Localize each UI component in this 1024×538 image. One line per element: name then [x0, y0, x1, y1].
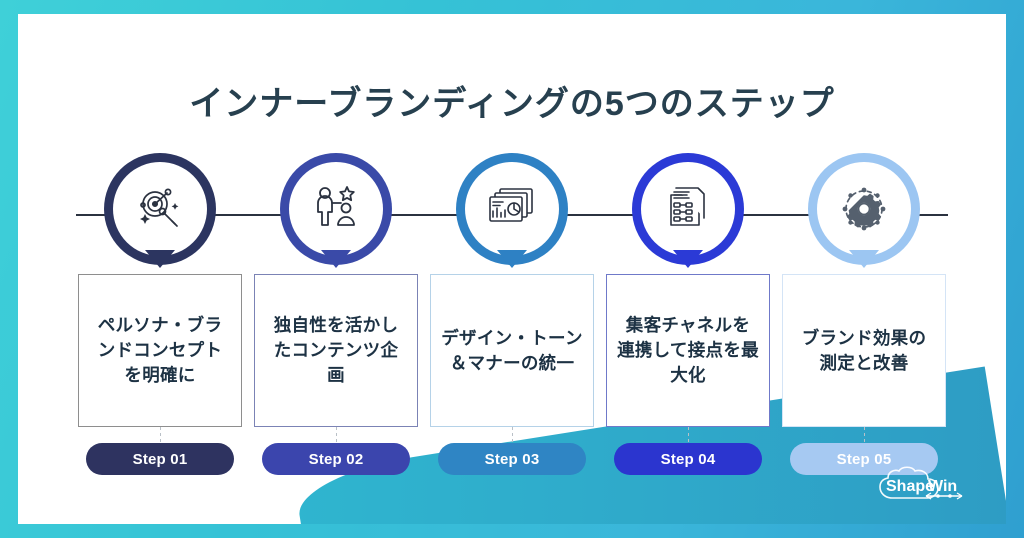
- page-title: インナーブランディングの5つのステップ: [189, 85, 835, 123]
- step-04-badge-label: Step 04: [660, 450, 716, 468]
- step-03-badge[interactable]: Step 03: [438, 443, 586, 475]
- step-05-card[interactable]: ブランド効果の測定と改善: [782, 274, 946, 427]
- step-02-pointer: [321, 250, 351, 268]
- svg-text:Win: Win: [928, 478, 957, 495]
- step-03-dash-connector: [511, 427, 513, 443]
- step-01-pointer: [145, 250, 175, 268]
- cloud-logo-icon: Shape Win: [879, 466, 963, 500]
- step-04-card[interactable]: 集客チャネルを連携して接点を最大化: [606, 274, 770, 427]
- step-05-pointer: [849, 250, 879, 268]
- step-01-badge[interactable]: Step 01: [86, 443, 234, 475]
- step-01-badge-label: Step 01: [132, 450, 188, 468]
- step-1: ペルソナ・ブランドコンセプトを明確に Step 01: [78, 162, 242, 475]
- step-01-dash-connector: [159, 427, 161, 443]
- steps-row: ペルソナ・ブランドコンセプトを明確に Step 01 独自性を活かしたコンテンツ企…: [78, 162, 946, 475]
- step-01-description: ペルソナ・ブランドコンセプトを明確に: [97, 315, 223, 385]
- content-card: インナーブランディングの5つのステップ ペルソナ・ブランドコンセプトを明確に St…: [18, 14, 1006, 524]
- step-2: 独自性を活かしたコンテンツ企画 Step 02: [254, 162, 418, 475]
- step-3: デザイン・トーン＆マナーの統一 Step 03: [430, 162, 594, 475]
- step-04-pointer: [673, 250, 703, 268]
- step-03-description: デザイン・トーン＆マナーの統一: [441, 327, 583, 373]
- target-magnifier-icon: [140, 188, 179, 227]
- step-02-description: 独自性を活かしたコンテンツ企画: [273, 315, 399, 385]
- step-02-card[interactable]: 独自性を活かしたコンテンツ企画: [254, 274, 418, 427]
- step-5: ブランド効果の測定と改善 Step 05: [782, 162, 946, 475]
- step-05-badge-label: Step 05: [836, 450, 892, 468]
- gear-settings-icon: [842, 187, 886, 231]
- step-02-circle[interactable]: [289, 162, 383, 268]
- shapewin-logo: Shape Win: [862, 464, 972, 508]
- step-03-circle[interactable]: [465, 162, 559, 268]
- step-03-badge-label: Step 03: [484, 450, 540, 468]
- step-4: 集客チャネルを連携して接点を最大化 Step 04: [606, 162, 770, 475]
- step-03-pointer: [497, 250, 527, 268]
- step-04-dash-connector: [687, 427, 689, 443]
- step-03-card[interactable]: デザイン・トーン＆マナーの統一: [430, 274, 594, 427]
- step-05-badge[interactable]: Step 05: [790, 443, 938, 475]
- person-star-icon: [317, 186, 355, 226]
- step-04-circle[interactable]: [641, 162, 735, 268]
- documents-chart-icon: [489, 188, 533, 222]
- step-01-circle[interactable]: [113, 162, 207, 268]
- documents-flowchart-icon: [670, 187, 705, 226]
- step-02-dash-connector: [335, 427, 337, 443]
- step-02-badge-label: Step 02: [308, 450, 364, 468]
- svg-text:Shape: Shape: [886, 478, 934, 495]
- step-05-dash-connector: [863, 427, 865, 443]
- step-02-badge[interactable]: Step 02: [262, 443, 410, 475]
- step-05-description: ブランド効果の測定と改善: [801, 327, 927, 373]
- step-04-description: 集客チャネルを連携して接点を最大化: [617, 315, 759, 385]
- step-04-badge[interactable]: Step 04: [614, 443, 762, 475]
- step-01-card[interactable]: ペルソナ・ブランドコンセプトを明確に: [78, 274, 242, 427]
- step-05-circle[interactable]: [817, 162, 911, 268]
